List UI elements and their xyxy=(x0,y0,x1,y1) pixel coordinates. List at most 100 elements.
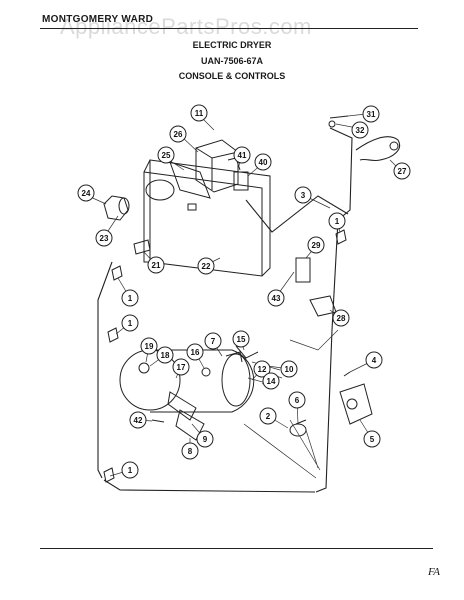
callout-label: 2 xyxy=(266,412,271,421)
callout-c42: 42 xyxy=(129,411,147,429)
callout-c19: 19 xyxy=(140,337,158,355)
switch-29 xyxy=(295,257,311,283)
control-knob xyxy=(103,195,129,221)
callout-c5: 5 xyxy=(363,430,381,448)
washer-32 xyxy=(328,120,336,128)
callout-circle xyxy=(254,153,272,171)
callout-circle xyxy=(393,162,411,180)
callout-circle xyxy=(332,309,350,327)
callout-label: 15 xyxy=(237,335,246,344)
wire-harness xyxy=(97,261,113,479)
callout-c16: 16 xyxy=(186,343,204,361)
bracket-8 xyxy=(175,409,205,441)
callout-c1c: 1 xyxy=(121,314,139,332)
callout-c22: 22 xyxy=(197,257,215,275)
callout-label: 5 xyxy=(370,435,375,444)
bracket-5 xyxy=(339,383,373,425)
watermark: AppliancePartsPros.com xyxy=(60,14,312,39)
callout-label: 25 xyxy=(162,151,171,160)
callout-c9: 9 xyxy=(196,430,214,448)
callout-circle xyxy=(186,343,204,361)
header-rule xyxy=(40,28,418,29)
callout-label: 31 xyxy=(367,110,376,119)
knob-opening xyxy=(145,179,175,201)
timer-bracket xyxy=(169,161,211,199)
callout-circle xyxy=(328,212,346,230)
callout-c18: 18 xyxy=(156,346,174,364)
drum-17 xyxy=(150,349,255,413)
clip-15 xyxy=(235,345,259,359)
callout-circle xyxy=(95,229,113,247)
callout-circle xyxy=(156,346,174,364)
callout-c3: 3 xyxy=(294,186,312,204)
callout-circle xyxy=(280,360,298,378)
callout-circle xyxy=(351,121,369,139)
product-title: ELECTRIC DRYER xyxy=(192,40,272,50)
callout-label: 10 xyxy=(285,365,294,374)
callout-circle xyxy=(121,461,139,479)
callout-label: 11 xyxy=(195,109,204,118)
callout-circle xyxy=(169,125,187,143)
callout-c40: 40 xyxy=(254,153,272,171)
callout-circle xyxy=(129,411,147,429)
callout-label: 12 xyxy=(258,365,267,374)
callout-label: 7 xyxy=(211,337,216,346)
callout-circle xyxy=(196,430,214,448)
callout-label: 3 xyxy=(301,191,306,200)
callout-label: 4 xyxy=(372,356,377,365)
callout-circle xyxy=(253,360,271,378)
callout-label: 28 xyxy=(337,314,346,323)
sensor-6 xyxy=(289,423,307,437)
callout-c4: 4 xyxy=(365,351,383,369)
callout-circle xyxy=(294,186,312,204)
callout-label: 41 xyxy=(238,151,247,160)
callout-label: 8 xyxy=(188,447,193,456)
callout-label: 1 xyxy=(335,217,340,226)
callout-circle xyxy=(172,358,190,376)
fuse-21 xyxy=(133,239,151,255)
footer-mark: FA xyxy=(428,566,441,578)
callout-c15: 15 xyxy=(232,330,250,348)
callout-c1b: 1 xyxy=(121,289,139,307)
callout-c26: 26 xyxy=(169,125,187,143)
callout-c14: 14 xyxy=(262,372,280,390)
callout-label: 1 xyxy=(128,466,133,475)
cord-27 xyxy=(355,136,400,162)
callout-circle xyxy=(157,146,175,164)
callout-circle xyxy=(259,407,277,425)
callout-label: 42 xyxy=(134,416,143,425)
callout-c6: 6 xyxy=(288,391,306,409)
callout-circle xyxy=(181,442,199,460)
callout-circle xyxy=(233,146,251,164)
bracket-9 xyxy=(167,391,197,421)
callout-circle xyxy=(232,330,250,348)
callout-c10: 10 xyxy=(280,360,298,378)
section-title: CONSOLE & CONTROLS xyxy=(178,71,286,81)
switch-40 xyxy=(233,171,249,191)
callout-circle xyxy=(147,256,165,274)
thermostat-16 xyxy=(201,367,211,377)
callout-label: 17 xyxy=(177,363,186,372)
callout-c29: 29 xyxy=(307,236,325,254)
callout-label: 29 xyxy=(312,241,321,250)
callout-label: 1 xyxy=(128,294,133,303)
callout-circle xyxy=(197,257,215,275)
cord-ring xyxy=(389,141,399,151)
callout-c23: 23 xyxy=(95,229,113,247)
panel-bevel xyxy=(143,171,263,276)
callout-label: 24 xyxy=(82,189,91,198)
callout-c32: 32 xyxy=(351,121,369,139)
callout-c43: 43 xyxy=(267,289,285,307)
callout-circle xyxy=(121,289,139,307)
wire-3 xyxy=(245,195,349,233)
clip-1a xyxy=(111,265,123,281)
timer xyxy=(195,139,239,193)
callout-label: 40 xyxy=(259,158,268,167)
screw-42 xyxy=(151,419,165,423)
bracket-hole xyxy=(346,398,358,410)
callout-label: 18 xyxy=(161,351,170,360)
callout-circle xyxy=(267,289,285,307)
clip-1b xyxy=(335,229,347,245)
callout-c8: 8 xyxy=(181,442,199,460)
